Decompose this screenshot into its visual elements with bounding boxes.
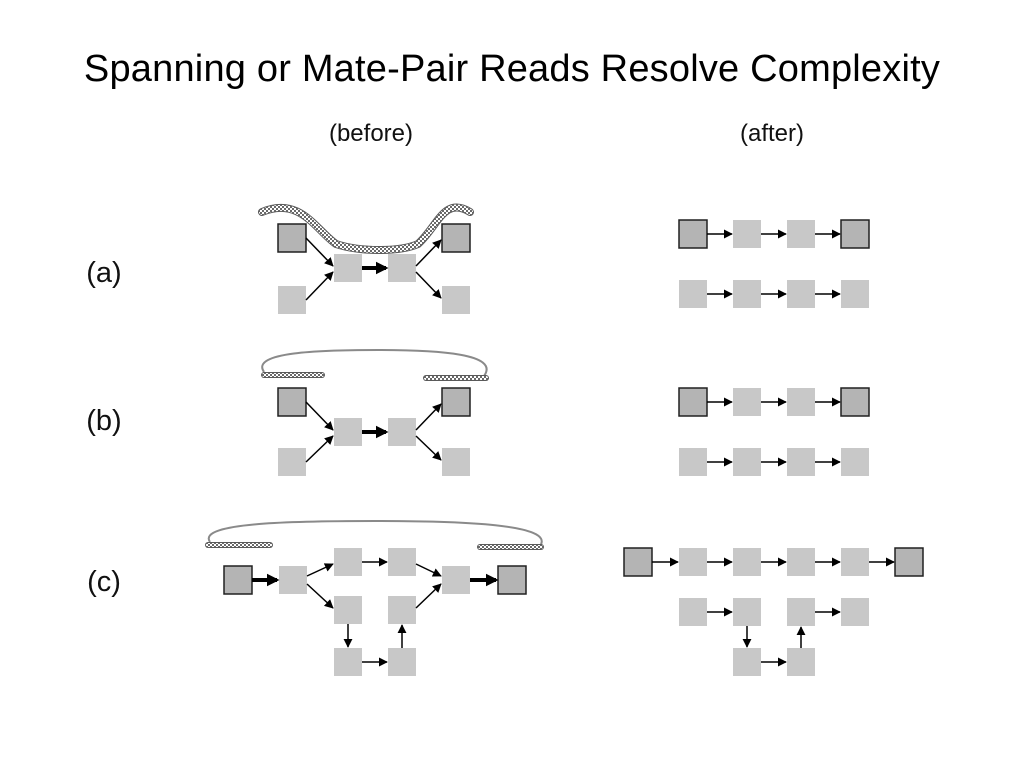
diagram-c-before	[205, 519, 544, 676]
node-boxed	[441, 223, 471, 253]
node	[733, 448, 761, 476]
edge	[415, 563, 442, 577]
edge	[305, 237, 334, 267]
diagram-a-after	[678, 219, 870, 308]
node	[679, 280, 707, 308]
node	[733, 598, 761, 626]
node	[787, 388, 815, 416]
node	[841, 280, 869, 308]
node	[841, 448, 869, 476]
node	[787, 648, 815, 676]
edge	[306, 583, 334, 609]
node	[679, 548, 707, 576]
node	[388, 254, 416, 282]
node-boxed	[623, 547, 653, 577]
edge	[415, 239, 442, 267]
edge	[305, 271, 334, 301]
diagram-a-before	[258, 203, 474, 314]
node	[679, 448, 707, 476]
node-boxed	[840, 219, 870, 249]
edge	[415, 435, 442, 461]
node	[787, 598, 815, 626]
node	[442, 448, 470, 476]
slide-title: Spanning or Mate-Pair Reads Resolve Comp…	[83, 48, 941, 90]
row-label-c: (c)	[87, 566, 121, 598]
node	[733, 388, 761, 416]
node-boxed	[277, 223, 307, 253]
mate-pair-link-c	[207, 519, 543, 547]
node	[388, 596, 416, 624]
node	[787, 220, 815, 248]
node	[442, 566, 470, 594]
node	[388, 648, 416, 676]
node	[733, 548, 761, 576]
node	[278, 448, 306, 476]
node	[442, 286, 470, 314]
node	[841, 548, 869, 576]
edge	[415, 583, 442, 609]
node	[334, 254, 362, 282]
node	[841, 598, 869, 626]
node	[787, 448, 815, 476]
edge	[305, 435, 334, 463]
node	[334, 648, 362, 676]
node-boxed	[223, 565, 253, 595]
node	[388, 418, 416, 446]
node-boxed	[678, 219, 708, 249]
node	[733, 648, 761, 676]
node	[679, 598, 707, 626]
diagram-c-after	[623, 547, 924, 676]
edge	[306, 563, 334, 577]
row-label-b: (b)	[86, 405, 122, 437]
node	[334, 418, 362, 446]
row-label-a: (a)	[86, 257, 122, 289]
node-boxed	[497, 565, 527, 595]
node-boxed	[840, 387, 870, 417]
node	[388, 548, 416, 576]
node	[787, 548, 815, 576]
node	[279, 566, 307, 594]
column-header-before: (before)	[328, 120, 414, 147]
edge	[415, 403, 442, 431]
edge	[415, 271, 442, 299]
node-boxed	[678, 387, 708, 417]
node	[787, 280, 815, 308]
node-boxed	[894, 547, 924, 577]
node	[334, 548, 362, 576]
node	[733, 280, 761, 308]
node-boxed	[441, 387, 471, 417]
diagram-b-before	[261, 348, 489, 476]
node	[334, 596, 362, 624]
diagram-b-after	[678, 387, 870, 476]
mate-pair-link-b	[261, 348, 488, 377]
column-header-after: (after)	[739, 120, 804, 147]
node	[733, 220, 761, 248]
node	[278, 286, 306, 314]
node-boxed	[277, 387, 307, 417]
edge	[305, 401, 334, 431]
